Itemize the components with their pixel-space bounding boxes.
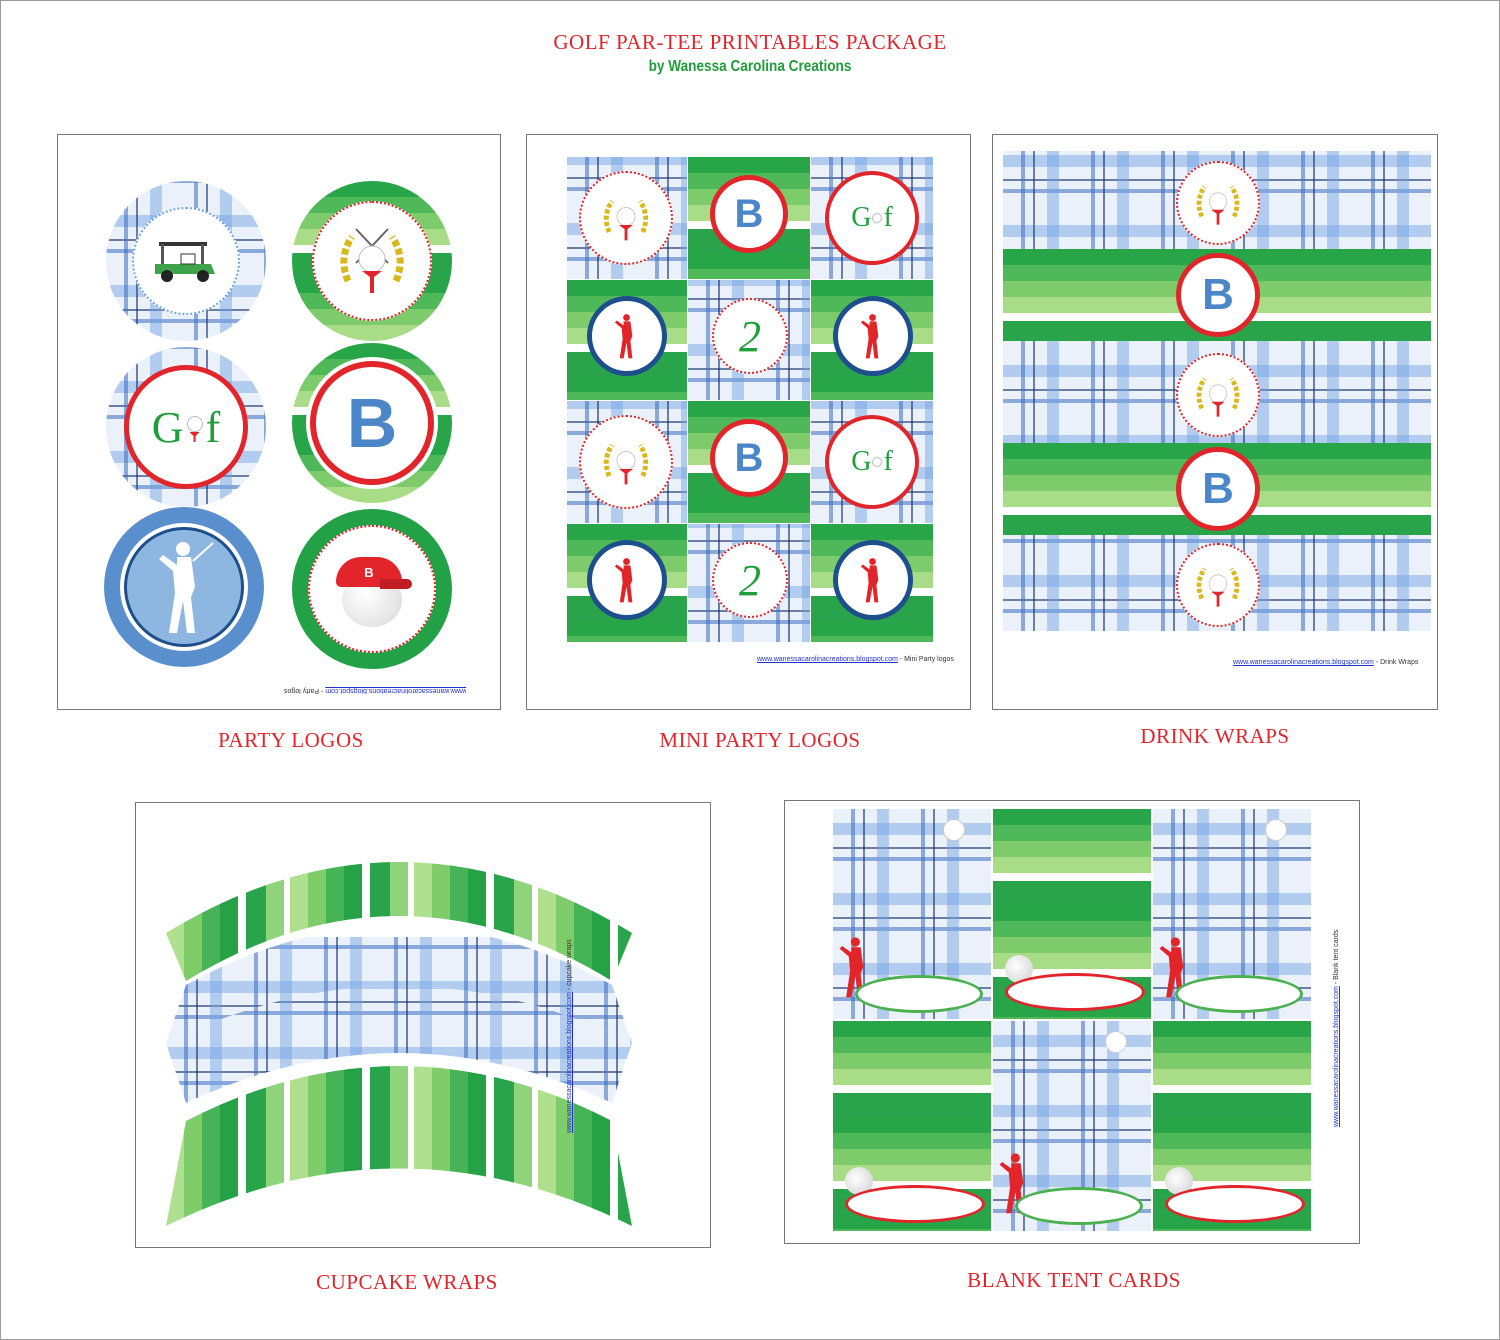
logo-golf-word: G f xyxy=(106,347,266,507)
sheet-drink-wraps: B B www.wanessacarolinacreations.blogspo… xyxy=(992,134,1438,710)
tent-card-striped xyxy=(833,1021,991,1231)
golfer-red-icon xyxy=(1159,937,1184,998)
tent-card-golfer xyxy=(833,809,991,1019)
drink-wrap-monogram: B xyxy=(1176,253,1260,337)
drink-wrap-crest xyxy=(1176,543,1260,627)
laurel-tee-icon xyxy=(603,443,649,485)
golf-ball-tee-icon xyxy=(186,410,204,444)
drink-wrap-monogram: B xyxy=(1176,447,1260,531)
mini-party-logos-footer: www.wanessacarolinacreations.blogspot.co… xyxy=(757,656,954,663)
label-drink-wraps: DRINK WRAPS xyxy=(1140,724,1290,748)
page-subtitle: by Wanessa Carolina Creations xyxy=(648,58,852,75)
laurel-tee-icon xyxy=(1196,377,1240,417)
drink-wrap-crest xyxy=(1176,161,1260,245)
mini-logo-golfer xyxy=(587,540,667,620)
label-party-logos: PARTY LOGOS xyxy=(218,728,364,752)
mini-logo-golfer xyxy=(587,296,667,376)
laurel-tee-icon xyxy=(603,199,649,241)
tent-cards-footer: www.wanessacarolinacreations.blogspot.co… xyxy=(1333,929,1340,1127)
tent-card-blank-oval xyxy=(845,1185,985,1223)
label-mini-party-logos: MINI PARTY LOGOS xyxy=(659,728,861,752)
golfer-red-icon xyxy=(860,558,879,603)
party-logos-footer: www.wanessacarolinacreations.blogspot.co… xyxy=(284,687,467,694)
tent-card-blank-oval xyxy=(855,975,983,1013)
golfer-red-icon xyxy=(614,314,633,359)
golfer-silhouette-icon xyxy=(159,542,214,633)
tent-card-blank-oval xyxy=(1005,973,1145,1011)
mini-logo-number: 2 xyxy=(712,542,788,618)
tent-card-blank-oval xyxy=(1165,1185,1305,1223)
logo-golf-cart xyxy=(106,181,266,341)
sheet-tent-cards: www.wanessacarolinacreations.blogspot.co… xyxy=(784,800,1360,1244)
label-cupcake-wraps: CUPCAKE WRAPS xyxy=(316,1270,498,1294)
golf-word-g: G xyxy=(151,402,184,452)
golfer-red-icon xyxy=(614,558,633,603)
tent-card-blank-oval xyxy=(1015,1187,1143,1225)
laurel-tee-icon xyxy=(1196,185,1240,225)
mini-logo-crest xyxy=(579,171,673,265)
mini-logo-monogram: B xyxy=(710,175,788,253)
mini-logo-crest xyxy=(579,415,673,509)
drink-wraps-footer: www.wanessacarolinacreations.blogspot.co… xyxy=(1233,659,1419,666)
cap-letter: B xyxy=(364,564,374,580)
mini-logo-number: 2 xyxy=(712,298,788,374)
laurel-tee-icon xyxy=(1196,567,1240,607)
tent-card-golfer xyxy=(1153,809,1311,1019)
laurel-tee-icon xyxy=(340,228,404,293)
golf-word-f: f xyxy=(205,402,221,452)
golfer-red-icon xyxy=(839,937,864,998)
drink-wrap-crest xyxy=(1176,353,1260,437)
mini-logo-monogram: B xyxy=(710,419,788,497)
golfer-red-icon xyxy=(860,314,879,359)
page-title: GOLF PAR-TEE PRINTABLES PACKAGE xyxy=(553,30,947,54)
logo-cap-ball: B xyxy=(292,509,452,669)
tent-card-golfer xyxy=(993,1021,1151,1231)
tent-card-striped xyxy=(1153,1021,1311,1231)
label-tent-cards: BLANK TENT CARDS xyxy=(967,1268,1181,1292)
mini-logo-golfer xyxy=(833,296,913,376)
monogram-letter: B xyxy=(346,384,398,462)
sheet-cupcake-wraps: www.wanessacarolinacreations.blogspot.co… xyxy=(135,802,711,1248)
logo-golfer-blue xyxy=(104,507,264,667)
mini-logo-golfer xyxy=(833,540,913,620)
logo-monogram: B xyxy=(292,343,452,503)
cupcake-wraps-footer: www.wanessacarolinacreations.blogspot.co… xyxy=(566,939,573,1133)
tent-card-striped xyxy=(993,809,1151,1019)
golf-ball-cap-icon: B xyxy=(332,549,412,629)
logo-crest xyxy=(292,181,452,341)
sheet-party-logos: G f B B www.wanessacarolin xyxy=(57,134,501,710)
golf-cart-icon xyxy=(155,242,215,282)
tent-card-blank-oval xyxy=(1175,975,1303,1013)
